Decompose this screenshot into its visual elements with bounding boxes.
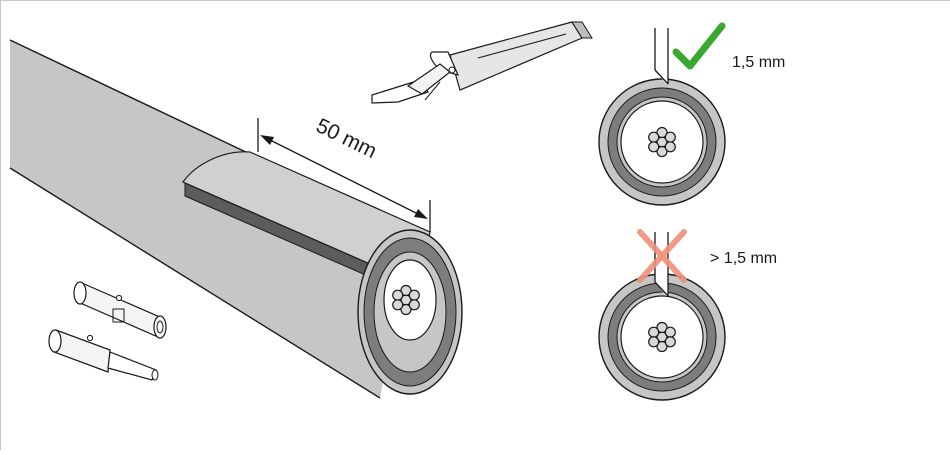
cable-end-face — [357, 229, 463, 395]
cable-sheath — [10, 40, 410, 398]
frame-top-border — [0, 0, 950, 1]
cross-section-wrong: > 1,5 mm — [598, 229, 777, 401]
cable-illustration — [9, 39, 463, 399]
cable-stripper-icon — [371, 21, 593, 104]
check-icon — [672, 22, 726, 70]
blade — [655, 28, 668, 84]
sheath-flap — [182, 151, 431, 286]
cross-section-correct: 1,5 mm — [598, 22, 785, 206]
wrong-depth-label: > 1,5 mm — [710, 250, 777, 267]
cross-icon — [637, 229, 687, 283]
correct-depth-label: 1,5 mm — [732, 54, 785, 71]
frame-left-border — [0, 0, 1, 450]
dimension-label: 50 mm — [312, 114, 380, 163]
wire-ferrule-icon — [48, 281, 167, 381]
